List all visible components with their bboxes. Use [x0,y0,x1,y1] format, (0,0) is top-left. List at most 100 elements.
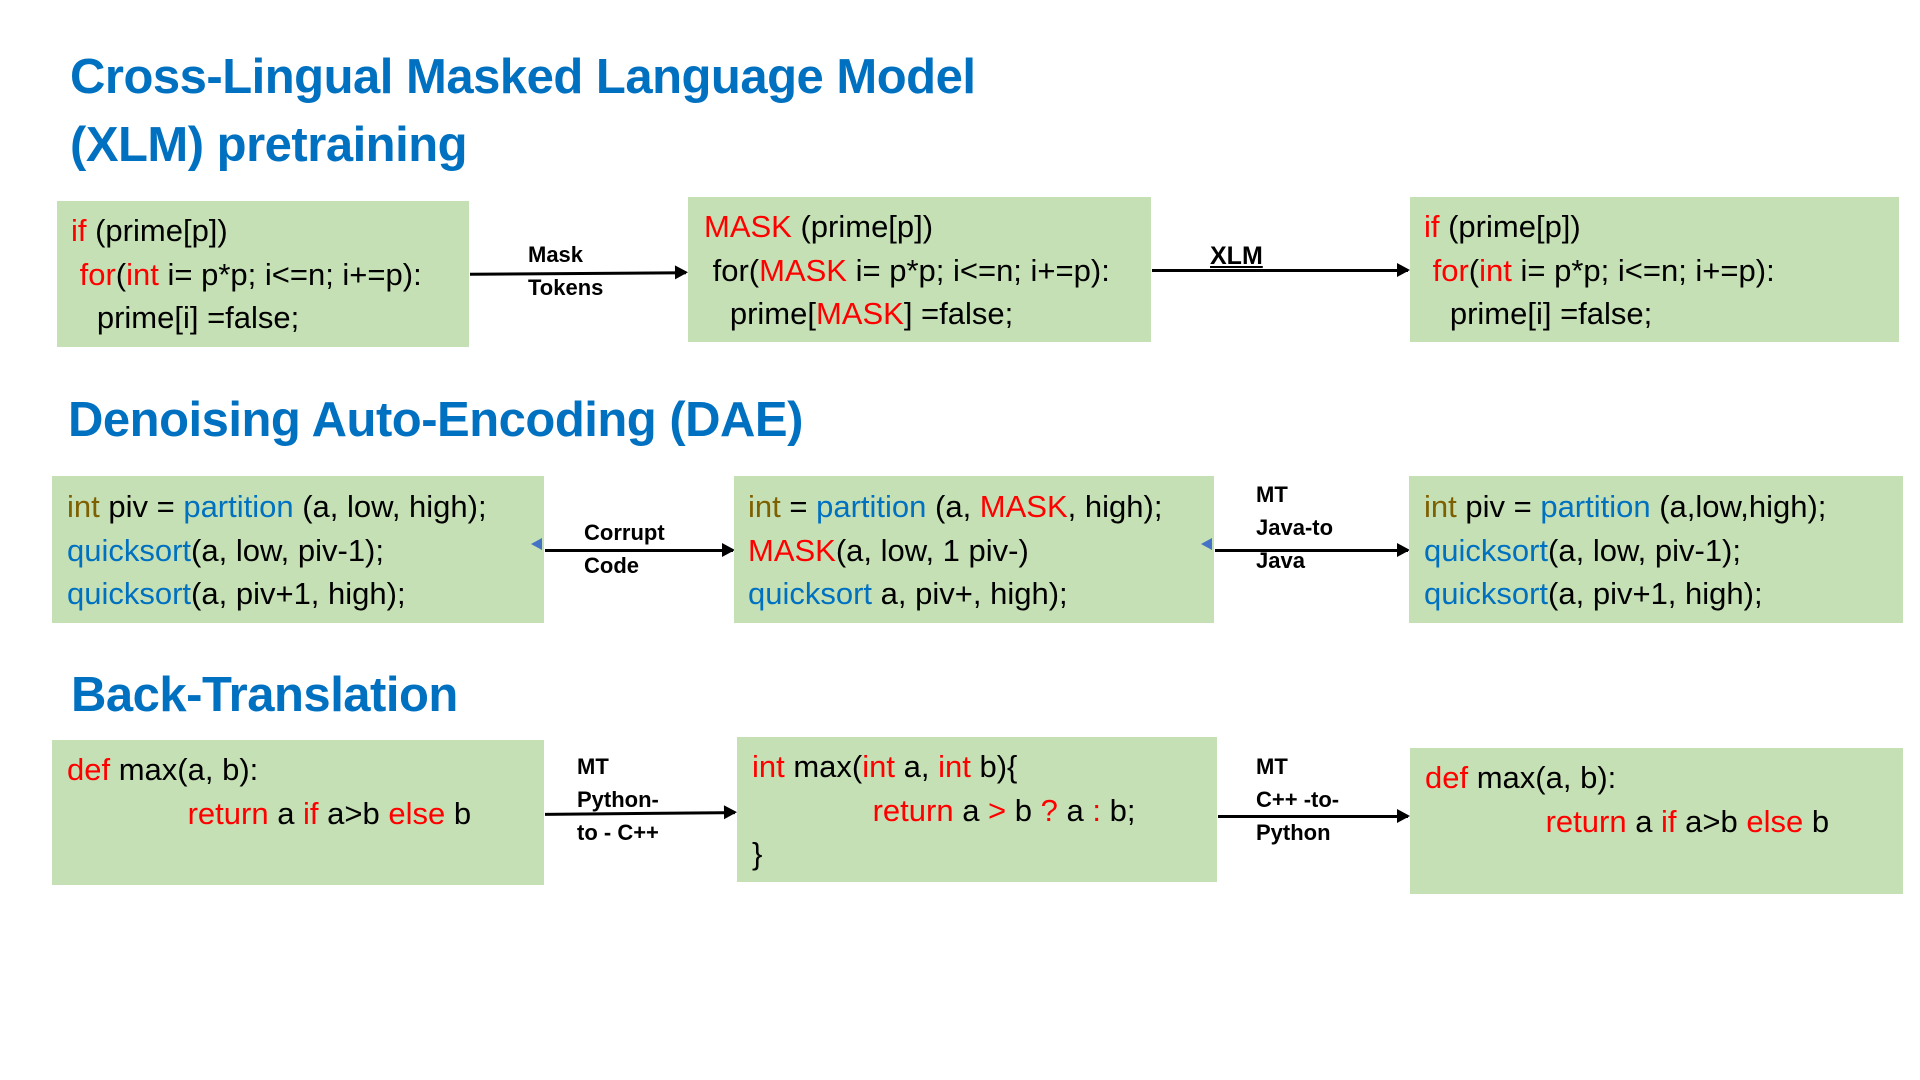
code-token-red: else [388,795,446,831]
code-block: int piv = partition (a, low, high);quick… [67,485,487,616]
arrow-label-xlm: XLM [1210,242,1263,270]
code-line: for(MASK i= p*p; i<=n; i+=p): [704,249,1110,293]
code-text: (a, low, piv-1); [1548,532,1741,568]
code-line: MASK(a, low, 1 piv-) [748,529,1162,573]
code-text: a>b [318,795,389,831]
arrow-label-mt-java-to-java: MT Java-to Java [1256,482,1334,573]
code-text [1425,804,1546,839]
bt-python-reconstructed-box: def max(a, b): return a if a>b else b [1410,748,1903,894]
arrow-label-mask-tokens: Mask Tokens [528,242,604,300]
code-line: MASK (prime[p]) [704,205,1110,249]
code-token-red: return [1545,803,1627,839]
code-line: quicksort a, piv+, high); [748,572,1162,616]
code-block: int piv = partition (a,low,high);quickso… [1424,485,1826,616]
code-text: i= p*p; i<=n; i+=p): [158,256,422,292]
code-text: (prime[p]) [1439,209,1581,244]
arrow-mt-cpp-to-python [1218,809,1410,823]
code-token-red: def [1425,760,1469,795]
code-token-blue: partition [816,489,927,524]
xlm-reconstructed-code-box: if (prime[p]) for(int i= p*p; i<=n; i+=p… [1410,197,1899,342]
code-token-red: if [303,795,319,831]
code-token-red: MASK [815,296,904,331]
code-text: b [445,795,472,831]
code-token-red: MASK [704,209,792,244]
code-line: prime[i] =false; [71,296,422,340]
code-block: MASK (prime[p]) for(MASK i= p*p; i<=n; i… [704,205,1110,336]
code-text: a [953,792,989,828]
code-line: prime[MASK] =false; [704,292,1110,336]
code-line: int = partition (a, MASK, high); [748,485,1162,529]
code-text: i= p*p; i<=n; i+=p): [846,252,1110,288]
code-text: ( [1468,252,1480,288]
code-token-red: int [938,749,971,784]
code-text: a, piv+, high); [872,576,1068,611]
code-line: quicksort(a, low, piv-1); [67,529,487,573]
code-text: (a, piv+1, high); [1548,576,1763,611]
code-line: quicksort(a, piv+1, high); [1424,572,1826,616]
code-text: b; [1100,792,1136,828]
code-token-red: MASK [748,532,836,568]
code-text: (prime[p]) [86,213,228,248]
code-text: (a, low, high); [293,489,487,524]
code-token-red: if [1424,209,1440,244]
code-token-blue: partition [1540,489,1651,524]
code-text: prime[ [704,296,816,331]
code-text: (a, low, 1 piv-) [835,532,1029,568]
bt-title: Back-Translation [71,668,458,722]
code-text [67,796,188,831]
code-text: b [1006,792,1041,828]
code-text: prime[i] =false; [1424,296,1653,331]
code-line: if (prime[p]) [71,209,422,253]
code-text: max(a, b): [110,752,259,787]
code-token-red: for [71,256,116,292]
code-text: a>b [1676,803,1747,839]
code-token-red: : [1092,792,1101,828]
code-text: a [1057,792,1093,828]
code-text: b [1803,803,1830,839]
arrow-mt-java-to-java [1215,543,1410,557]
code-line: int piv = partition (a,low,high); [1424,485,1826,529]
code-token-blue: quicksort [1424,576,1549,611]
code-token-blue: quicksort [1424,532,1549,568]
code-text: i= p*p; i<=n; i+=p): [1511,252,1775,288]
code-token-olive: int [67,489,100,524]
code-token-blue: quicksort [67,532,192,568]
code-text: b){ [970,749,1018,784]
dae-reconstructed-code-box: int piv = partition (a,low,high);quickso… [1409,476,1903,623]
code-line: prime[i] =false; [1424,292,1775,336]
code-text: (a, [926,489,980,524]
code-text: a [268,795,304,831]
arrow-corrupt-code [545,543,735,557]
code-block: if (prime[p]) for(int i= p*p; i<=n; i+=p… [1424,205,1775,336]
bt-cpp-translation-box: int max(int a, int b){ return a > b ? a … [737,737,1217,882]
code-token-red: MASK [979,489,1068,524]
arrow-tail-marker-icon [531,538,542,550]
arrow-label-corrupt-code: Corrupt Code [584,520,665,578]
code-line: quicksort(a, piv+1, high); [67,572,487,616]
code-token-red: else [1746,803,1804,839]
code-text [752,793,873,828]
code-token-red: MASK [759,252,847,288]
arrow-label-mt-cpp-to-python: MT C++ -to- Python [1256,754,1340,845]
code-block: def max(a, b): return a if a>b else b [67,748,471,835]
code-token-red: if [71,213,87,248]
code-line: def max(a, b): [67,748,471,792]
code-token-red: int [1479,252,1512,288]
code-token-red: > [988,792,1007,828]
code-token-olive: int [1424,489,1457,524]
code-text: = [780,489,817,524]
code-line: def max(a, b): [1425,756,1829,800]
code-text: piv = [99,489,184,524]
xlm-title-line2: (XLM) pretraining [70,118,468,172]
code-line: if (prime[p]) [1424,205,1775,249]
code-text: for( [704,252,760,288]
code-text: (prime[p]) [791,209,934,244]
code-line: return a > b ? a : b; [752,789,1136,833]
xlm-source-code-box: if (prime[p]) for(int i= p*p; i<=n; i+=p… [57,201,469,347]
code-text: a, [895,749,939,784]
code-text: } [752,836,763,871]
code-token-blue: quicksort [748,576,873,611]
arrow-xlm [1152,263,1410,277]
code-token-blue: quicksort [67,576,192,611]
dae-corrupted-code-box: int = partition (a, MASK, high);MASK(a, … [734,476,1214,623]
